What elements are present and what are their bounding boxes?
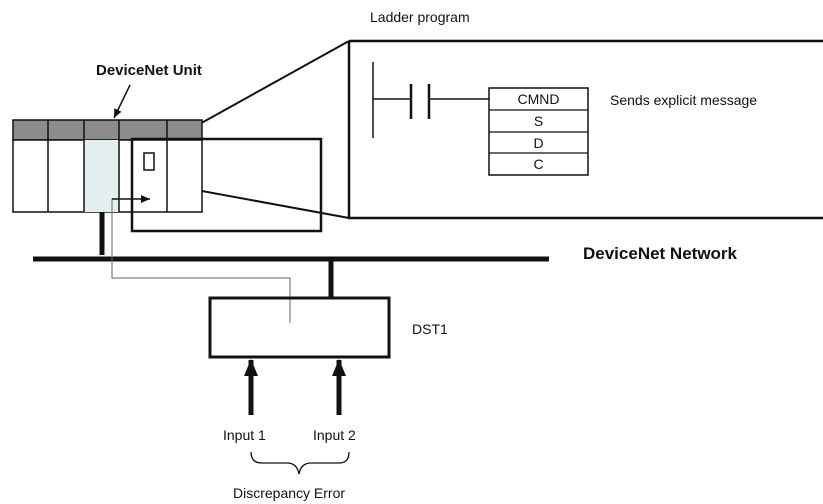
dst1-label: DST1 — [412, 321, 448, 337]
instruction-cell-d: D — [533, 135, 544, 151]
program-marker — [143, 152, 155, 171]
discrepancy-brace — [250, 451, 350, 475]
plc-top-band — [12, 119, 203, 141]
input-2-label: Input 2 — [313, 427, 356, 443]
instruction-cell-s: S — [533, 113, 544, 129]
ladder-diagram — [372, 62, 589, 176]
discrepancy-error-label: Discrepancy Error — [233, 485, 346, 501]
input-2-arrowhead — [332, 359, 346, 376]
input-1-label: Input 1 — [223, 427, 266, 443]
plc-rack — [12, 119, 323, 255]
devicenet-network-label: DeviceNet Network — [583, 244, 738, 263]
dst1-box — [208, 296, 391, 359]
devicenet-unit-pointer — [113, 84, 131, 119]
ladder-program-label: Ladder program — [370, 9, 470, 25]
devicenet-unit-label: DeviceNet Unit — [96, 62, 202, 79]
plc-highlight-slot — [84, 140, 119, 212]
instruction-cell-cmnd: CMND — [517, 91, 560, 107]
sends-explicit-message-label: Sends explicit message — [610, 92, 758, 108]
instruction-cell-c: C — [533, 156, 544, 172]
cpu-cutout-window — [130, 137, 323, 233]
input-1-arrowhead — [244, 359, 258, 376]
